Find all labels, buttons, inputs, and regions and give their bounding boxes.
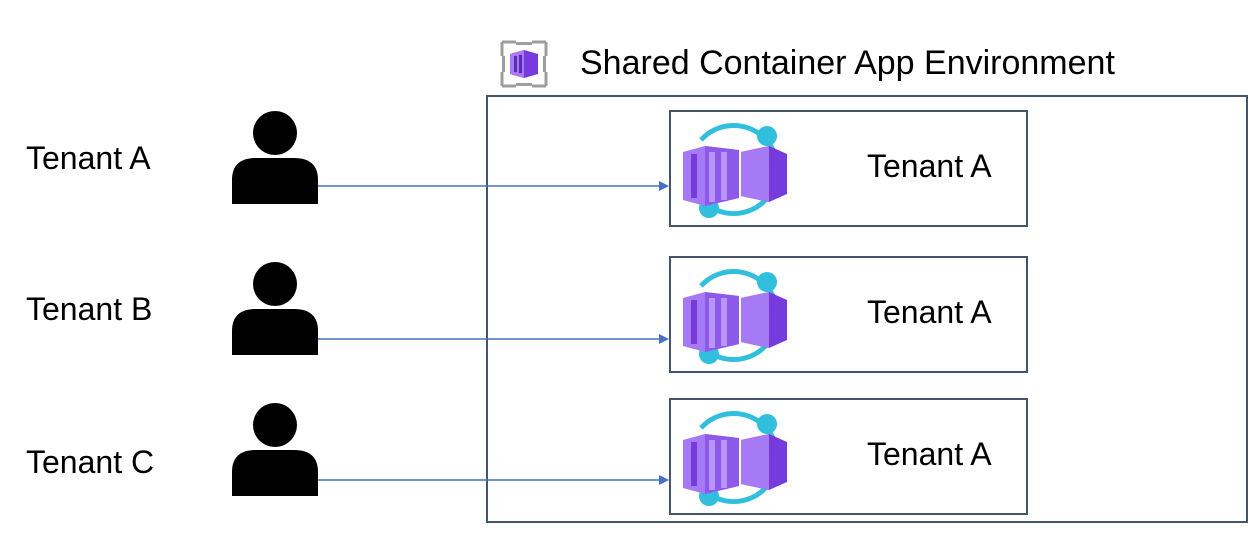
container-app-box: Tenant A	[669, 256, 1028, 373]
container-app-box: Tenant A	[669, 398, 1028, 515]
container-app-box: Tenant A	[669, 110, 1028, 227]
container-app-icon	[679, 118, 791, 220]
person-icon	[232, 262, 318, 355]
environment-title: Shared Container App Environment	[580, 44, 1115, 82]
container-app-icon	[679, 406, 791, 508]
container-app-label: Tenant A	[867, 436, 992, 472]
container-app-environment-icon	[500, 40, 548, 88]
tenant-label-c: Tenant C	[26, 444, 155, 480]
container-app-label: Tenant A	[867, 148, 992, 184]
container-app-label: Tenant A	[867, 294, 992, 330]
container-app-icon	[679, 264, 791, 366]
tenant-label-a: Tenant A	[26, 140, 151, 176]
tenant-label-b: Tenant B	[26, 291, 153, 327]
person-icon	[232, 403, 318, 496]
shared-environment-box	[486, 95, 1248, 523]
person-icon	[232, 111, 318, 204]
